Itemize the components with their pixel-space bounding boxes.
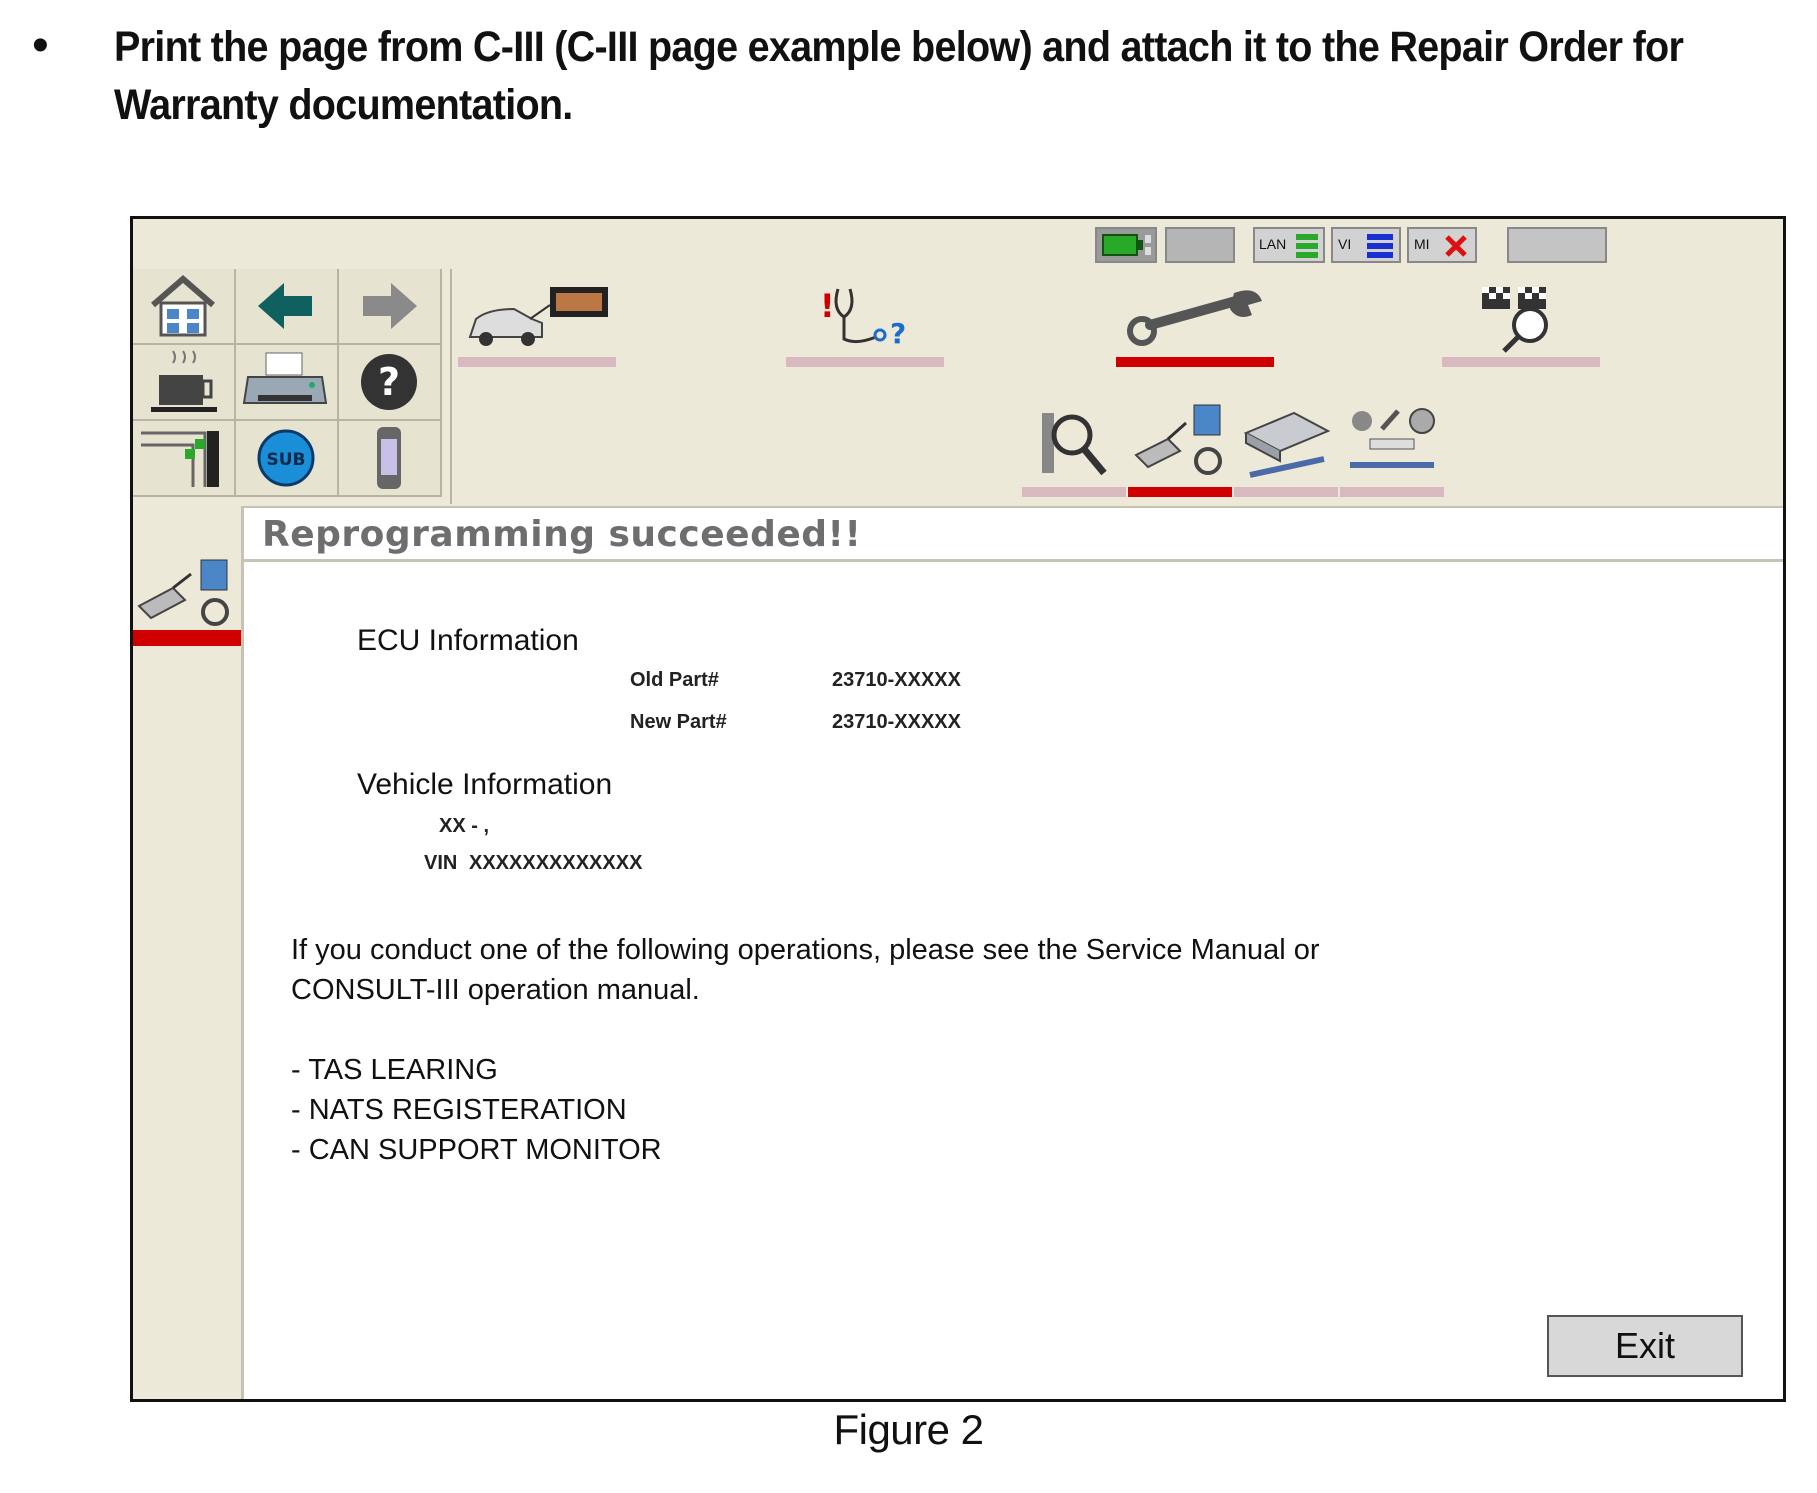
- magnifier-icon: [1042, 413, 1107, 476]
- blank-status-indicator: [1165, 227, 1235, 263]
- print-button[interactable]: [236, 345, 339, 421]
- result-content: ECU Information Old Part# 23710-XXXXX Ne…: [244, 562, 1783, 1399]
- home-button[interactable]: [133, 269, 236, 345]
- sub-icon: SUB: [257, 429, 315, 487]
- ecu-wrench-icon: [1243, 411, 1331, 478]
- submode-ecu[interactable]: [1234, 399, 1338, 497]
- home-icon: [151, 275, 215, 337]
- blank-status-panel: [1507, 227, 1607, 263]
- submode-reprogram[interactable]: [1128, 399, 1232, 497]
- vi-label: VI: [1338, 236, 1352, 252]
- instruction-line-2: Warranty documentation.: [114, 81, 573, 129]
- vehicle-info-heading: Vehicle Information: [357, 768, 613, 801]
- back-button[interactable]: [236, 269, 339, 345]
- help-button[interactable]: ?: [339, 345, 442, 421]
- vehicle-model: XX - ,: [439, 815, 490, 837]
- wrench-icon: [1127, 290, 1262, 346]
- mi-label: MI: [1414, 236, 1430, 252]
- svg-text:?: ?: [890, 317, 906, 350]
- tab-vehicle-select[interactable]: [458, 279, 616, 367]
- list-item: - TAS LEARING: [291, 1054, 498, 1086]
- mode-tabs: ! ?: [450, 269, 1783, 504]
- reprogram-icon: [1134, 404, 1222, 475]
- coffee-cup-icon: [151, 350, 217, 412]
- figure-caption: Figure 2: [833, 1406, 984, 1453]
- reprogram-icon: [137, 559, 229, 626]
- svg-text:?: ?: [378, 360, 400, 404]
- screen-capture-icon: [141, 431, 219, 487]
- note-line-1: If you conduct one of the following oper…: [291, 934, 1320, 966]
- lan-label: LAN: [1259, 236, 1287, 252]
- back-arrow-icon: [258, 283, 312, 329]
- car-monitor-icon: [468, 287, 608, 346]
- new-part-value: 23710-XXXXX: [832, 711, 961, 733]
- list-item: - NATS REGISTERATION: [291, 1094, 627, 1126]
- submode-work-support[interactable]: [1340, 399, 1444, 497]
- forward-button[interactable]: [339, 269, 442, 345]
- checkered-flag-icon: [1482, 287, 1548, 353]
- sub-label: SUB: [266, 450, 305, 470]
- forward-arrow-icon: [363, 283, 417, 329]
- exit-button[interactable]: Exit: [1547, 1315, 1743, 1377]
- stethoscope-icon: ! ?: [820, 287, 906, 350]
- tab-diagnosis[interactable]: ! ?: [786, 279, 944, 367]
- note-paragraph: If you conduct one of the following oper…: [291, 930, 1320, 1010]
- vi-device-button[interactable]: [339, 421, 442, 497]
- vi-status-icon: VI: [1331, 227, 1401, 263]
- screen-capture-button[interactable]: [133, 421, 236, 497]
- work-support-icon: [1350, 408, 1435, 468]
- lan-status-icon: LAN: [1253, 227, 1325, 263]
- vin-value: XXXXXXXXXXXXX: [469, 852, 643, 874]
- instruction-text: Print the page from C-III (C-III page ex…: [114, 18, 1684, 134]
- instruction-line-1: Print the page from C-III (C-III page ex…: [114, 23, 1684, 71]
- note-line-2: CONSULT-III operation manual.: [291, 974, 700, 1006]
- status-bar: LAN VI MI: [133, 219, 1783, 269]
- old-part-label: Old Part#: [630, 669, 719, 691]
- vin-label: VIN: [424, 852, 458, 874]
- submode-search[interactable]: [1022, 399, 1126, 497]
- consult-iii-screen: LAN VI MI: [130, 216, 1786, 1402]
- help-icon: ?: [361, 354, 417, 410]
- old-part-value: 23710-XXXXX: [832, 669, 961, 691]
- new-part-label: New Part#: [630, 711, 727, 733]
- sleep-button[interactable]: [133, 345, 236, 421]
- left-sidebar: [133, 506, 244, 1399]
- svg-text:!: !: [820, 287, 835, 325]
- printer-icon: [242, 352, 328, 404]
- screen-title-bar: Reprogramming succeeded!!: [244, 506, 1783, 562]
- battery-status-icon: [1095, 227, 1157, 263]
- sidebar-tab-reprogram[interactable]: [133, 556, 241, 646]
- sub-button[interactable]: SUB: [236, 421, 339, 497]
- vi-device-icon: [377, 427, 401, 489]
- tab-simulation[interactable]: [1442, 279, 1600, 367]
- list-item: - CAN SUPPORT MONITOR: [291, 1134, 662, 1166]
- screen-title: Reprogramming succeeded!!: [262, 514, 862, 555]
- tab-reprogramming[interactable]: [1116, 279, 1274, 367]
- operations-list: - TAS LEARING - NATS REGISTERATION - CAN…: [291, 1050, 662, 1170]
- ecu-info-heading: ECU Information: [357, 624, 579, 657]
- bullet-marker: •: [32, 19, 49, 72]
- tool-grid: ? SUB: [133, 269, 450, 504]
- mi-status-icon: MI: [1407, 227, 1477, 263]
